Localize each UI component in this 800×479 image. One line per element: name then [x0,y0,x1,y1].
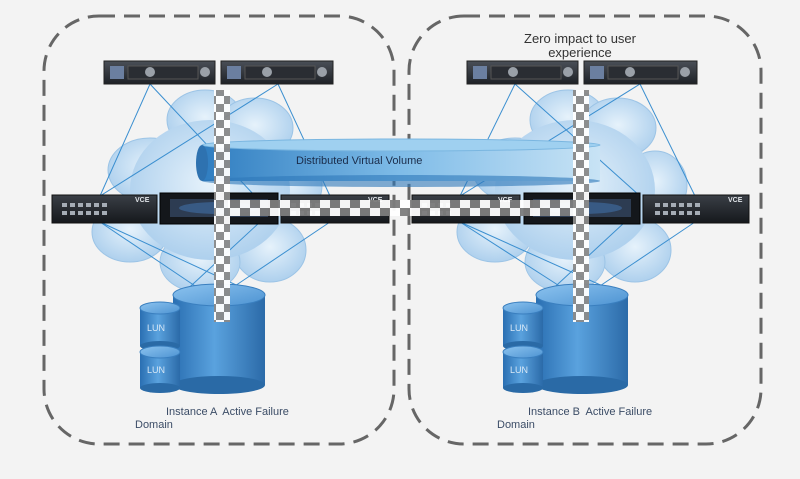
instance-b-label-line2: Domain [497,419,535,431]
server-b1 [466,60,579,85]
vertical-link-a [214,90,230,322]
lun-label-a-top: LUN [147,323,165,333]
domain-a-boundary [42,14,396,446]
switch-brand-b3: VCE [728,197,743,204]
domain-b-boundary [407,14,763,446]
lun-label-a-bottom: LUN [147,365,165,375]
inter-site-link [228,200,578,216]
distributed-virtual-volume-label: Distributed Virtual Volume [296,155,423,167]
lun-a-top [139,301,181,351]
instance-a-label-line2: Domain [135,419,173,431]
switch-b3 [642,194,750,224]
lun-label-b-top: LUN [510,323,528,333]
instance-b-label-line1: Instance B Active Failure [528,406,653,418]
switch-brand-a1: VCE [135,197,150,204]
lun-b-bottom [502,345,544,393]
switch-a1 [51,194,158,224]
server-a1 [103,60,216,85]
lun-a-bottom [139,345,181,393]
zero-impact-note: Zero impact to user experience [524,31,636,60]
server-a2 [220,60,334,85]
distributed-virtual-volume [196,138,601,187]
lun-label-b-bottom: LUN [510,365,528,375]
server-b2 [583,60,698,85]
vertical-link-b [573,90,589,322]
instance-a-label-line1: Instance A Active Failure [166,406,289,418]
